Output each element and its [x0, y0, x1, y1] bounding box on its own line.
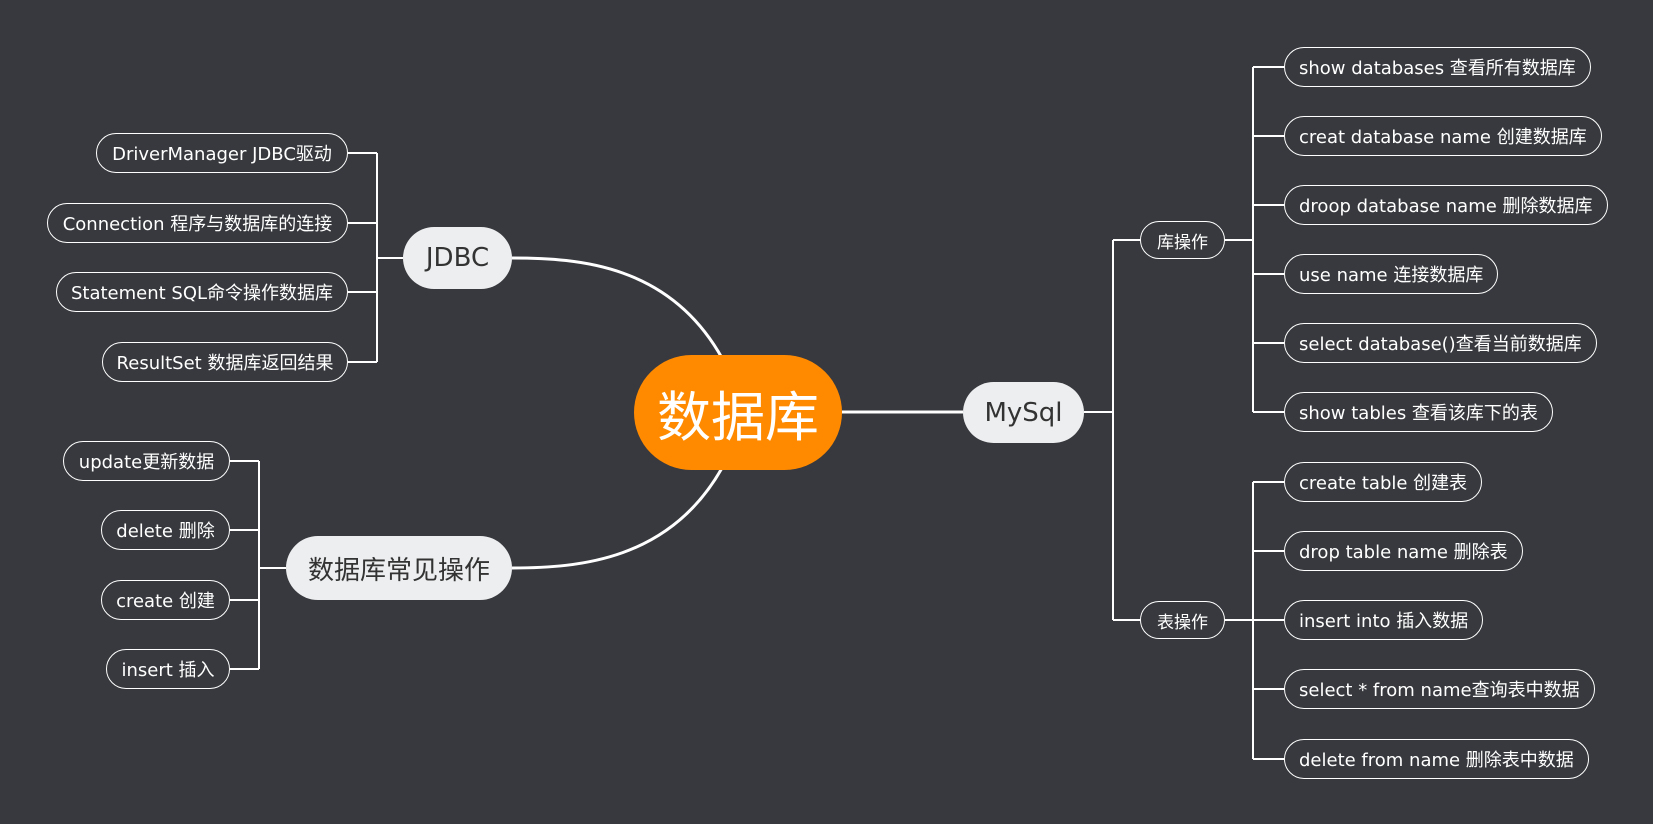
leaf-label: create table 创建表: [1299, 473, 1468, 494]
group-table-ops-label: 表操作: [1157, 612, 1208, 633]
connector-root-ops: [511, 467, 724, 570]
leaf-db-select-database[interactable]: select database()查看当前数据库: [1284, 323, 1597, 363]
leaf-ops-create[interactable]: create 创建: [101, 580, 230, 620]
leaf-jdbc-drivermanager[interactable]: DriverManager JDBC驱动: [96, 133, 348, 173]
leaf-db-use-name[interactable]: use name 连接数据库: [1284, 254, 1499, 294]
leaf-label: show tables 查看该库下的表: [1299, 403, 1538, 424]
leaf-jdbc-statement[interactable]: Statement SQL命令操作数据库: [56, 272, 348, 312]
leaf-jdbc-resultset[interactable]: ResultSet 数据库返回结果: [102, 342, 348, 382]
leaf-label: create 创建: [116, 591, 215, 612]
leaf-label: creat database name 创建数据库: [1299, 127, 1587, 148]
leaf-label: use name 连接数据库: [1299, 265, 1484, 286]
leaf-jdbc-connection[interactable]: Connection 程序与数据库的连接: [47, 203, 348, 243]
connector-ops-bracket: [230, 460, 286, 670]
leaf-label: update更新数据: [78, 452, 215, 473]
branch-mysql[interactable]: MySql: [963, 382, 1084, 443]
leaf-label: DriverManager JDBC驱动: [112, 144, 332, 165]
branch-mysql-label: MySql: [984, 397, 1063, 428]
group-db-ops-label: 库操作: [1157, 232, 1208, 253]
leaf-db-show-databases[interactable]: show databases 查看所有数据库: [1284, 47, 1591, 87]
leaf-label: select database()查看当前数据库: [1299, 334, 1582, 355]
connector-root-jdbc: [511, 256, 724, 359]
leaf-label: delete 删除: [116, 521, 215, 542]
leaf-ops-insert[interactable]: insert 插入: [106, 649, 230, 689]
leaf-ops-update[interactable]: update更新数据: [63, 441, 230, 481]
leaf-label: droop database name 删除数据库: [1299, 196, 1593, 217]
leaf-db-create-database[interactable]: creat database name 创建数据库: [1284, 116, 1602, 156]
leaf-label: Connection 程序与数据库的连接: [62, 214, 333, 235]
leaf-label: drop table name 删除表: [1299, 542, 1508, 563]
leaf-table-drop[interactable]: drop table name 删除表: [1284, 531, 1523, 571]
group-table-ops[interactable]: 表操作: [1140, 601, 1225, 639]
leaf-table-insert[interactable]: insert into 插入数据: [1284, 600, 1484, 640]
leaf-label: show databases 查看所有数据库: [1299, 58, 1576, 79]
leaf-table-create[interactable]: create table 创建表: [1284, 462, 1483, 502]
connector-jdbc-bracket: [348, 152, 403, 363]
leaf-label: insert 插入: [121, 660, 215, 681]
leaf-label: insert into 插入数据: [1299, 611, 1469, 632]
root-label: 数据库: [657, 386, 819, 449]
leaf-label: ResultSet 数据库返回结果: [116, 353, 334, 374]
connector-table-ops-leaves: [1225, 481, 1284, 760]
branch-common-ops-label: 数据库常见操作: [307, 555, 490, 586]
leaf-ops-delete[interactable]: delete 删除: [101, 510, 230, 550]
branch-common-ops[interactable]: 数据库常见操作: [286, 536, 512, 600]
root-node[interactable]: 数据库: [634, 355, 842, 470]
branch-jdbc-label: JDBC: [425, 243, 490, 273]
leaf-label: delete from name 删除表中数据: [1299, 750, 1574, 771]
branch-jdbc[interactable]: JDBC: [403, 227, 512, 289]
leaf-table-delete[interactable]: delete from name 删除表中数据: [1284, 739, 1589, 779]
leaf-label: select * from name查询表中数据: [1299, 680, 1580, 701]
group-db-ops[interactable]: 库操作: [1140, 221, 1225, 259]
connector-mysql-groups: [1084, 239, 1140, 621]
leaf-label: Statement SQL命令操作数据库: [70, 283, 334, 304]
leaf-table-select[interactable]: select * from name查询表中数据: [1284, 669, 1595, 709]
leaf-db-show-tables[interactable]: show tables 查看该库下的表: [1284, 392, 1553, 432]
leaf-db-drop-database[interactable]: droop database name 删除数据库: [1284, 185, 1608, 225]
connector-db-ops-leaves: [1225, 66, 1284, 413]
